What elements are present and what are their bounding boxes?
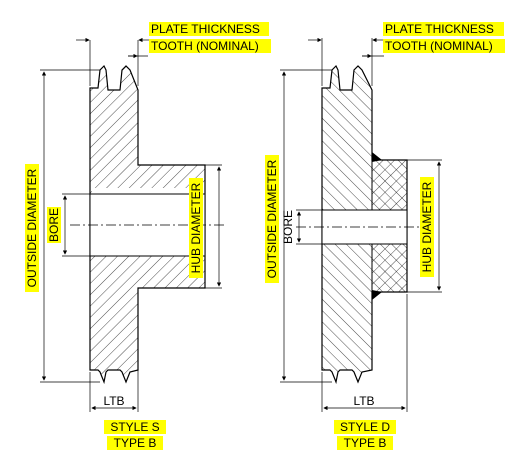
style-s-type-label: TYPE B [114, 436, 157, 450]
style-d-plate-thickness-label: PLATE THICKNESS [385, 22, 494, 36]
style-d-weld-top [372, 152, 382, 162]
style-d-outside-diameter-label: OUTSIDE DIAMETER [265, 159, 279, 278]
style-s-outside-diameter-label: OUTSIDE DIAMETER [25, 168, 39, 287]
style-s-body [90, 66, 205, 382]
style-d-style-label: STYLE D [340, 420, 390, 434]
style-d-weld-bottom [372, 290, 382, 300]
style-s-ltb-label: LTB [103, 394, 124, 408]
style-s-hub-diameter-label: HUB DIAMETER [189, 182, 203, 273]
style-d-ltb-label: LTB [353, 394, 374, 408]
style-s-tooth-label: TOOTH (NOMINAL) [151, 39, 259, 53]
style-s-plate-thickness-label: PLATE THICKNESS [151, 22, 260, 36]
style-s-style-label: STYLE S [110, 420, 159, 434]
style-s-bore-label: BORE [47, 208, 61, 242]
style-d-type-label: TYPE B [344, 436, 387, 450]
style-d-bore-label: BORE [281, 210, 295, 244]
style-s-drawing [40, 37, 225, 412]
style-d-drawing [280, 37, 442, 412]
style-d-tooth-label: TOOTH (NOMINAL) [385, 39, 493, 53]
style-d-hub-diameter-label: HUB DIAMETER [420, 181, 434, 272]
